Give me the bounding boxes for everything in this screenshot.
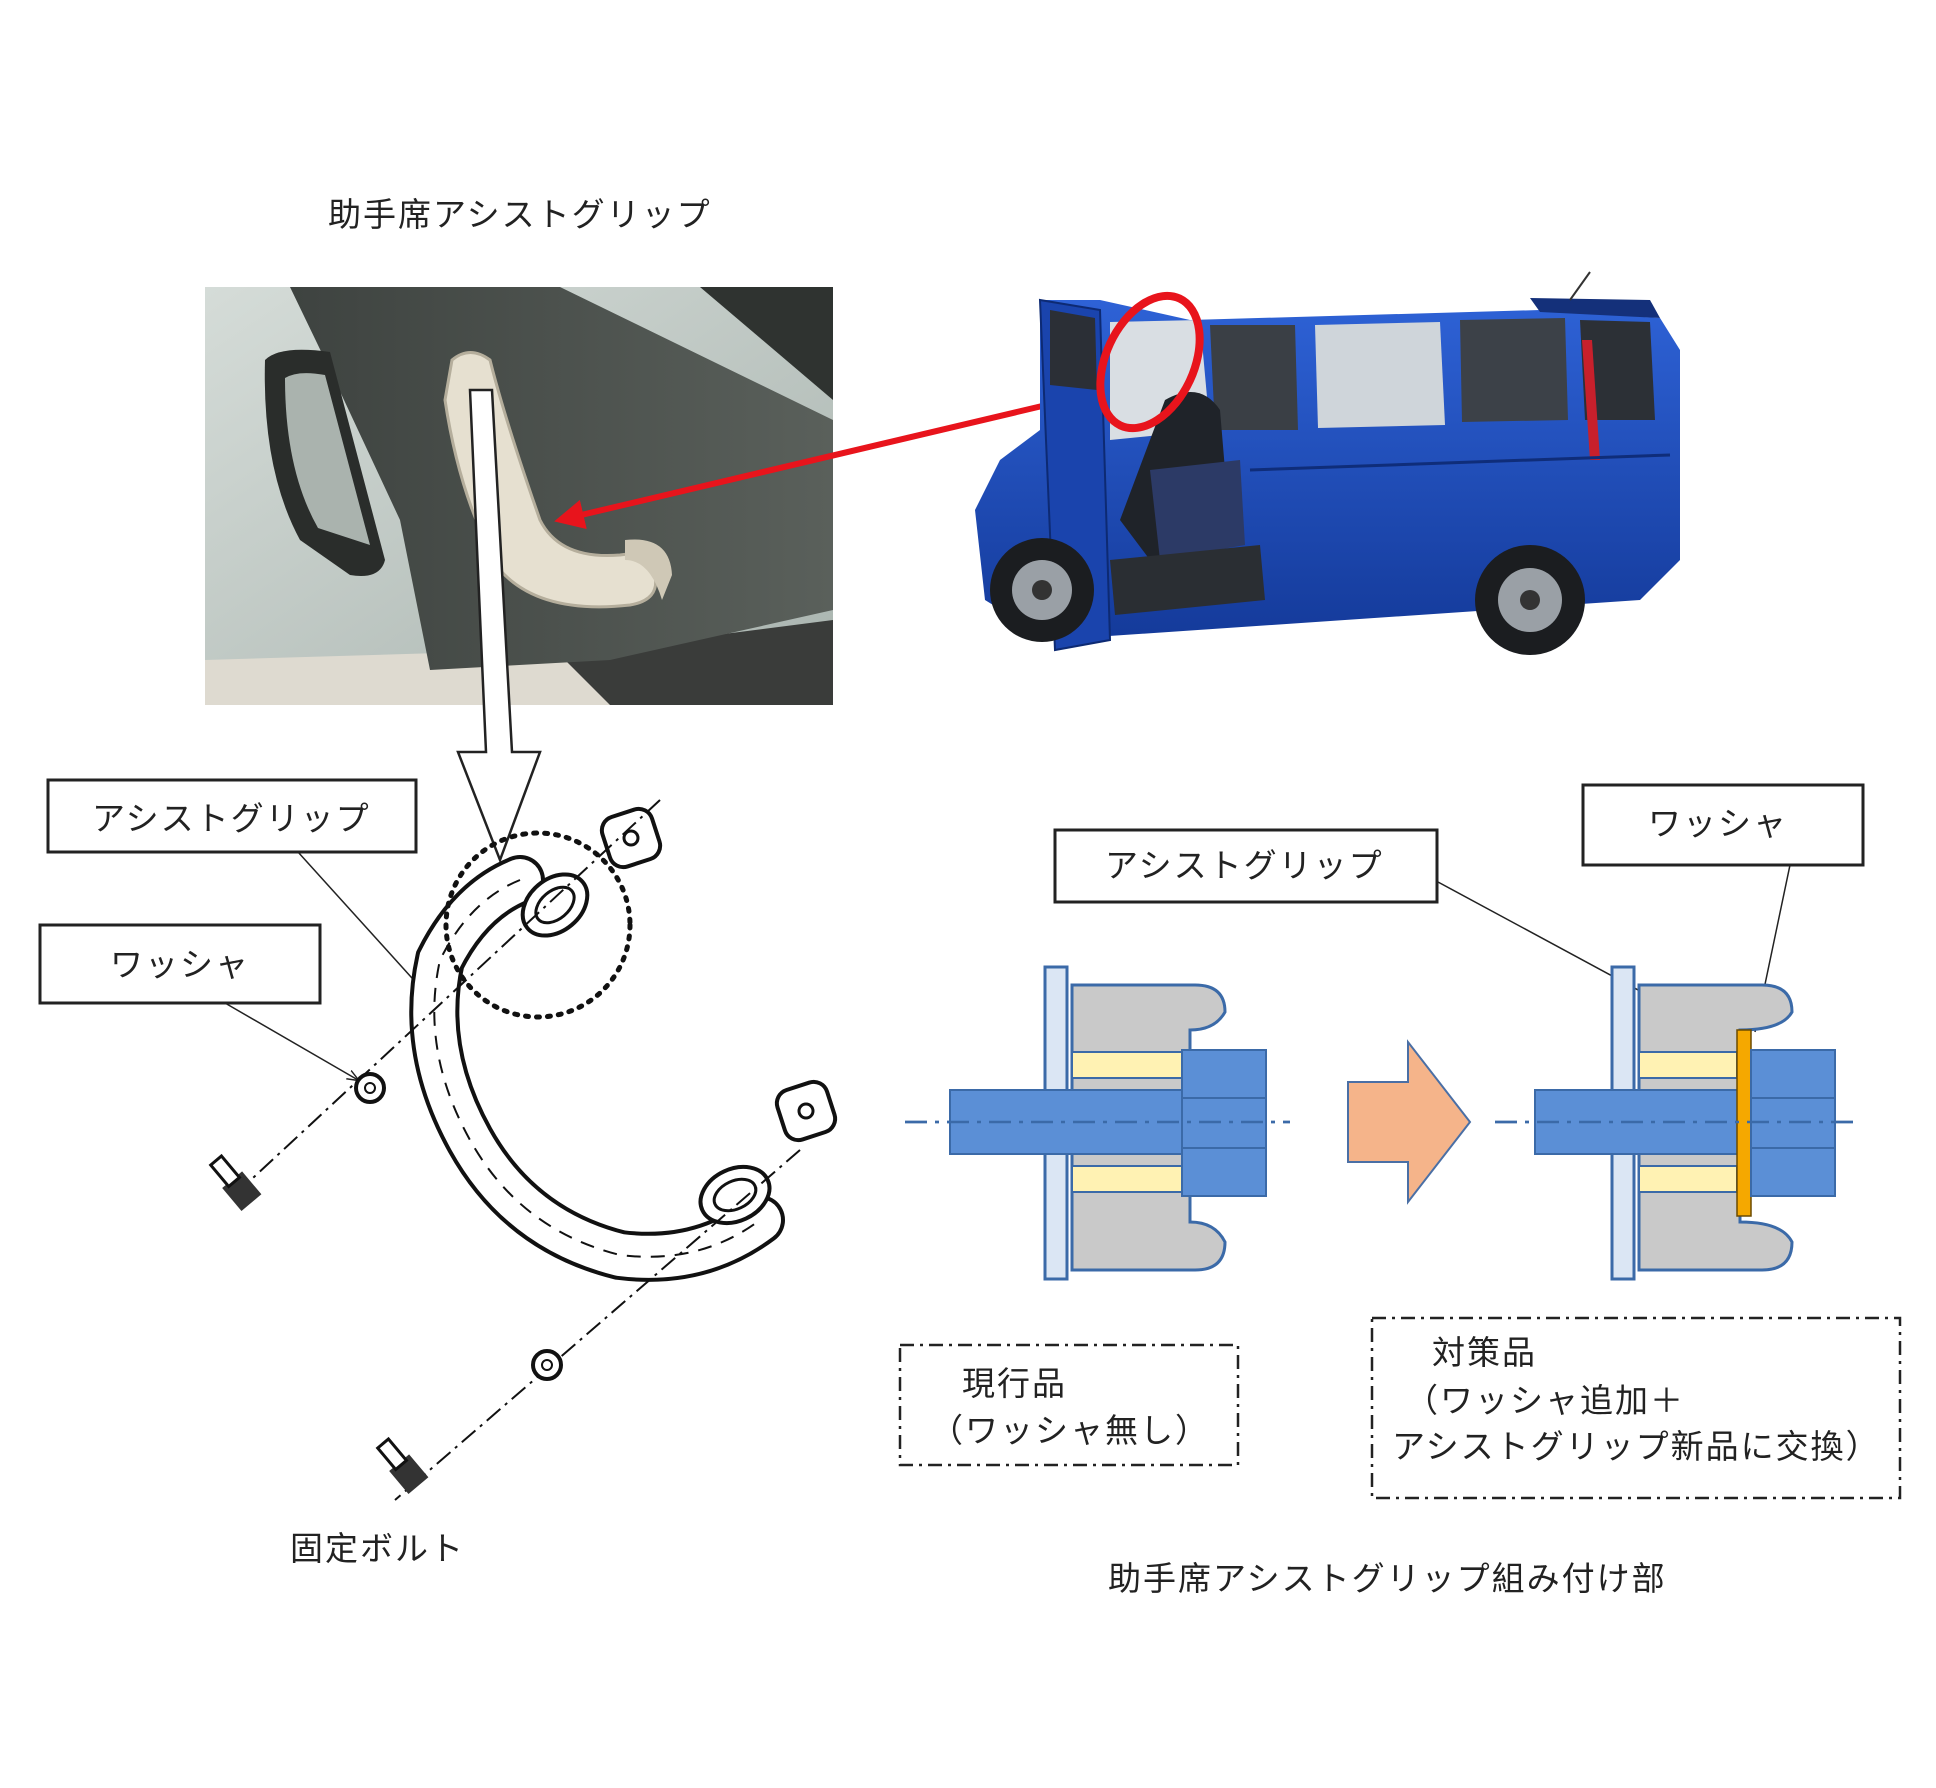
exploded-grip-diagram: アシストグリップ ワッシャ <box>38 778 838 1568</box>
transition-arrow <box>1347 1039 1472 1205</box>
right-washer-label: ワッシャ <box>1648 804 1788 843</box>
countermeasure-line2: （ワッシャ追加＋ <box>1405 1381 1685 1420</box>
cross-section-diagram: アシストグリップ ワッシャ <box>898 783 1902 1598</box>
left-assist-grip-label: アシストグリップ <box>92 799 371 838</box>
countermeasure-line3: アシストグリップ新品に交換） <box>1392 1427 1881 1466</box>
interior-photo <box>205 287 833 705</box>
current-line2: （ワッシャ無し） <box>930 1411 1210 1450</box>
section-countermeasure <box>1495 965 1860 1281</box>
countermeasure-line1: 対策品 <box>1432 1333 1537 1372</box>
photo-caption: 助手席アシストグリップ <box>328 195 712 234</box>
car-image <box>975 271 1680 655</box>
down-arrow <box>456 388 542 864</box>
right-assist-grip-label: アシストグリップ <box>1105 846 1384 885</box>
mounting-caption: 助手席アシストグリップ組み付け部 <box>1108 1559 1667 1598</box>
highlight-arrow <box>554 387 1111 530</box>
current-line1: 現行品 <box>962 1364 1067 1403</box>
left-washer-label: ワッシャ <box>110 945 250 984</box>
section-current <box>905 965 1290 1281</box>
bolt-label: 固定ボルト <box>290 1529 465 1568</box>
